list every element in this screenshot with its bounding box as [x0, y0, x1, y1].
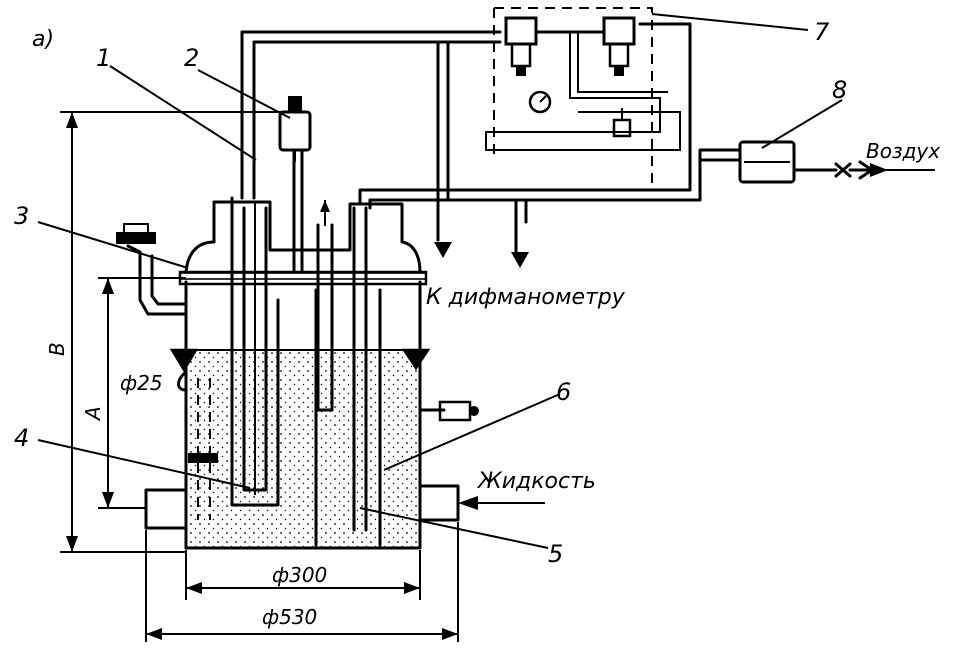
lid-flange [178, 270, 428, 286]
callout-4: 4 [14, 424, 29, 452]
inlet-pipe-3 [116, 223, 188, 316]
pressure-gauge [528, 90, 552, 114]
callout-1: 1 [96, 44, 111, 72]
level-mark-left [169, 348, 199, 373]
liquid-volume [189, 350, 419, 548]
air-piping [240, 22, 742, 268]
dim-inner-diameter: ф300 [272, 563, 327, 587]
right-flange [418, 484, 460, 522]
device-2 [278, 96, 312, 162]
float-marker [188, 453, 218, 463]
callout-8: 8 [832, 76, 847, 104]
callout-7: 7 [814, 18, 830, 46]
level-mark-right [401, 348, 431, 371]
dim-height-b: В [45, 342, 69, 356]
side-level-gauge [177, 370, 218, 520]
dim-height-a: А [81, 406, 105, 422]
air-label: Воздух [866, 139, 940, 163]
callout-5: 5 [548, 540, 563, 568]
dim-pipe-diameter: ф25 [120, 371, 163, 395]
filter-8 [738, 140, 935, 184]
sample-tap [418, 400, 479, 422]
subfigure-label: а) [32, 27, 54, 52]
left-flange [144, 488, 188, 550]
vessel-dome [184, 200, 422, 274]
control-box-7 [485, 7, 681, 190]
callout-2: 2 [184, 44, 199, 72]
dim-outer-diameter: ф530 [262, 605, 317, 629]
outlet-label: К дифманометру [426, 285, 626, 310]
leader-lines [37, 13, 843, 549]
liquid-inlet-arrow [458, 496, 545, 510]
vessel-wall [184, 280, 422, 550]
liquid-label: Жидкость [476, 469, 596, 494]
callout-6: 6 [556, 378, 571, 406]
internal-tubes [230, 148, 382, 547]
callout-3: 3 [14, 202, 29, 230]
dimensions [60, 111, 459, 642]
